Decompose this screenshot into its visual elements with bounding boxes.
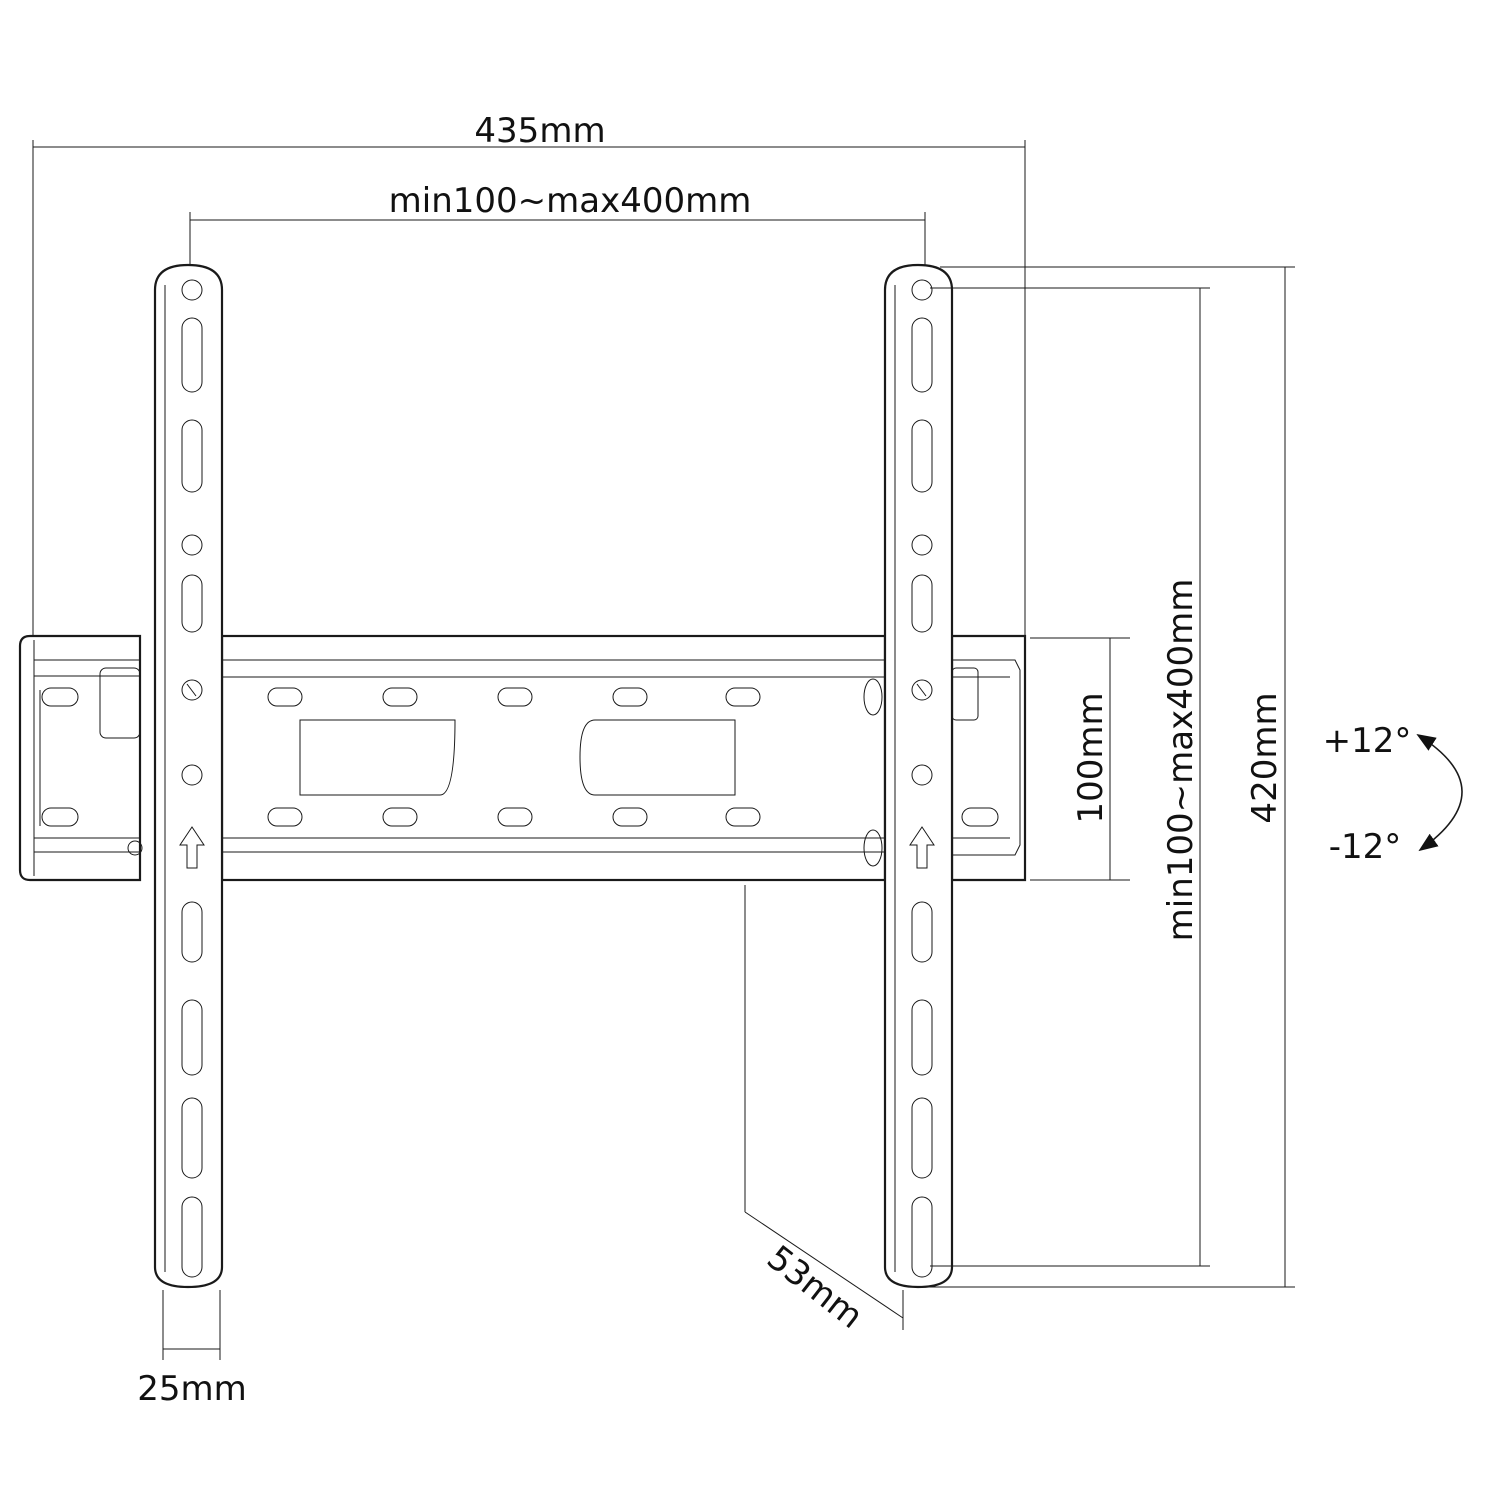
dimension-vertical-vesa	[930, 287, 1210, 1267]
rail-slot	[725, 687, 761, 707]
arm-slot	[181, 317, 203, 393]
arm-slot	[181, 999, 203, 1076]
label-tilt-up: +12°	[1323, 721, 1412, 761]
arm-hole	[181, 679, 203, 701]
right-wall-plate	[950, 634, 1027, 882]
rail-slot	[267, 687, 303, 707]
arm-hole	[181, 764, 203, 786]
tilt-arrow-icon	[1416, 733, 1463, 852]
dimension-rail-height	[1030, 637, 1130, 881]
left-wall-plate	[18, 634, 143, 882]
label-vertical-vesa: min100~max400mm	[1161, 579, 1201, 942]
up-arrow-icon	[909, 826, 935, 869]
rail-slot	[382, 687, 418, 707]
arm-hole	[911, 764, 933, 786]
label-horizontal-vesa: min100~max400mm	[389, 181, 752, 221]
rail-slot	[497, 807, 533, 827]
arm-hole	[181, 534, 203, 556]
rail-slot	[612, 687, 648, 707]
horizontal-rail	[220, 634, 887, 882]
arm-hole	[911, 279, 933, 301]
label-overall-width: 435mm	[474, 111, 605, 151]
rail-slot	[725, 807, 761, 827]
arm-slot	[181, 1097, 203, 1179]
rail-slot	[267, 807, 303, 827]
arm-slot	[911, 317, 933, 393]
screw-icon	[916, 683, 927, 697]
dimension-arm-width	[162, 1290, 221, 1360]
arm-slot	[911, 1097, 933, 1179]
arm-hole	[911, 679, 933, 701]
arm-hole	[181, 279, 203, 301]
dimension-depth	[744, 885, 904, 1330]
arm-slot	[181, 901, 203, 963]
arm-slot	[911, 999, 933, 1076]
rail-large-slot-right	[579, 719, 736, 796]
arm-slot	[181, 1196, 203, 1278]
up-arrow-icon	[179, 826, 205, 869]
label-rail-height: 100mm	[1071, 692, 1111, 823]
label-arm-width: 25mm	[137, 1369, 247, 1409]
right-arm	[883, 263, 954, 1289]
label-tilt-down: -12°	[1329, 827, 1402, 867]
arm-slot	[181, 419, 203, 493]
left-arm	[153, 263, 224, 1289]
arm-slot	[911, 419, 933, 493]
dimension-overall-height	[920, 266, 1295, 1288]
label-depth: 53mm	[759, 1238, 870, 1337]
arm-slot	[911, 901, 933, 963]
rail-large-slot-left	[299, 719, 456, 796]
arm-slot	[911, 574, 933, 633]
label-overall-height: 420mm	[1245, 692, 1285, 823]
rail-slot	[497, 687, 533, 707]
arm-slot	[181, 574, 203, 633]
screw-icon	[186, 683, 197, 697]
arm-hole	[911, 534, 933, 556]
dimension-horizontal-vesa	[189, 212, 926, 265]
rail-slot	[382, 807, 418, 827]
arm-slot	[911, 1196, 933, 1278]
dimension-overall-width	[32, 140, 1026, 636]
rail-slot	[612, 807, 648, 827]
